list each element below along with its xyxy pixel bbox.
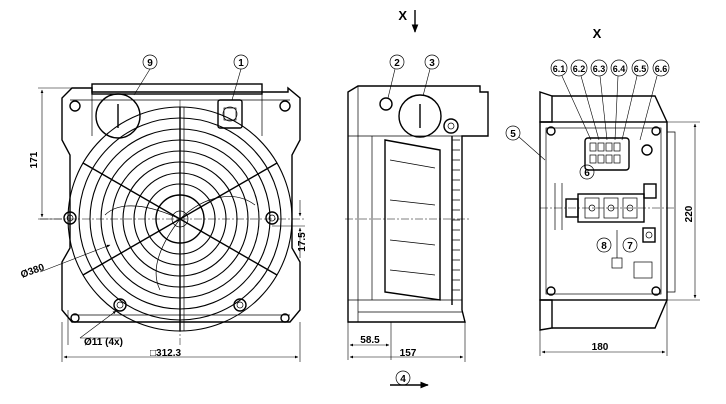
dim-180: 180 xyxy=(592,342,609,353)
dim-157: 157 xyxy=(400,348,417,359)
callout-6-4: 6.4 xyxy=(610,59,628,141)
svg-text:6: 6 xyxy=(584,168,590,179)
dim-58-5: 58.5 xyxy=(360,335,380,346)
dim-171: 171 xyxy=(29,151,40,168)
svg-text:6.5: 6.5 xyxy=(634,64,647,74)
side-view-dimensions: X 58.5 157 xyxy=(347,8,466,389)
callout-7: 7 xyxy=(622,237,638,253)
svg-text:6.6: 6.6 xyxy=(655,64,668,74)
svg-text:6.4: 6.4 xyxy=(613,64,626,74)
view-label-x-right: X xyxy=(593,26,602,41)
callout-6-5: 6.5 xyxy=(621,59,649,141)
callout-3: 3 xyxy=(422,54,440,97)
callout-1: 1 xyxy=(231,54,249,101)
dim-11-4x: Ø11 (4x) xyxy=(84,337,123,348)
svg-text:2: 2 xyxy=(394,58,400,69)
callout-4: 4 xyxy=(395,370,411,386)
side-view xyxy=(345,85,489,323)
callout-2: 2 xyxy=(387,54,405,99)
callout-5: 5 xyxy=(505,125,546,161)
svg-text:6.2: 6.2 xyxy=(573,64,586,74)
terminal-box-dimensions: 220 180 xyxy=(539,121,700,356)
callout-6-6: 6.6 xyxy=(639,59,670,141)
dim-220: 220 xyxy=(684,205,695,222)
svg-text:6.3: 6.3 xyxy=(593,64,606,74)
svg-text:5: 5 xyxy=(510,129,516,140)
callout-6: 6 xyxy=(579,164,595,180)
dim-380: Ø380 xyxy=(19,262,46,281)
dim-312-3: □312.3 xyxy=(150,348,182,359)
svg-text:8: 8 xyxy=(601,241,607,252)
dim-17-5: 17.5 xyxy=(297,232,308,252)
svg-text:9: 9 xyxy=(147,58,153,69)
svg-text:7: 7 xyxy=(627,241,633,252)
svg-text:6.1: 6.1 xyxy=(553,64,566,74)
svg-text:1: 1 xyxy=(238,58,244,69)
callout-6-3: 6.3 xyxy=(590,59,608,141)
callout-6-2: 6.2 xyxy=(570,59,600,141)
svg-text:4: 4 xyxy=(400,374,406,385)
callout-9: 9 xyxy=(133,54,158,96)
terminal-box-view: X xyxy=(539,26,676,331)
svg-text:3: 3 xyxy=(429,58,435,69)
callout-8: 8 xyxy=(596,237,612,253)
callout-6-1: 6.1 xyxy=(550,59,592,141)
view-label-x-top: X xyxy=(398,8,407,23)
front-view xyxy=(40,83,305,345)
